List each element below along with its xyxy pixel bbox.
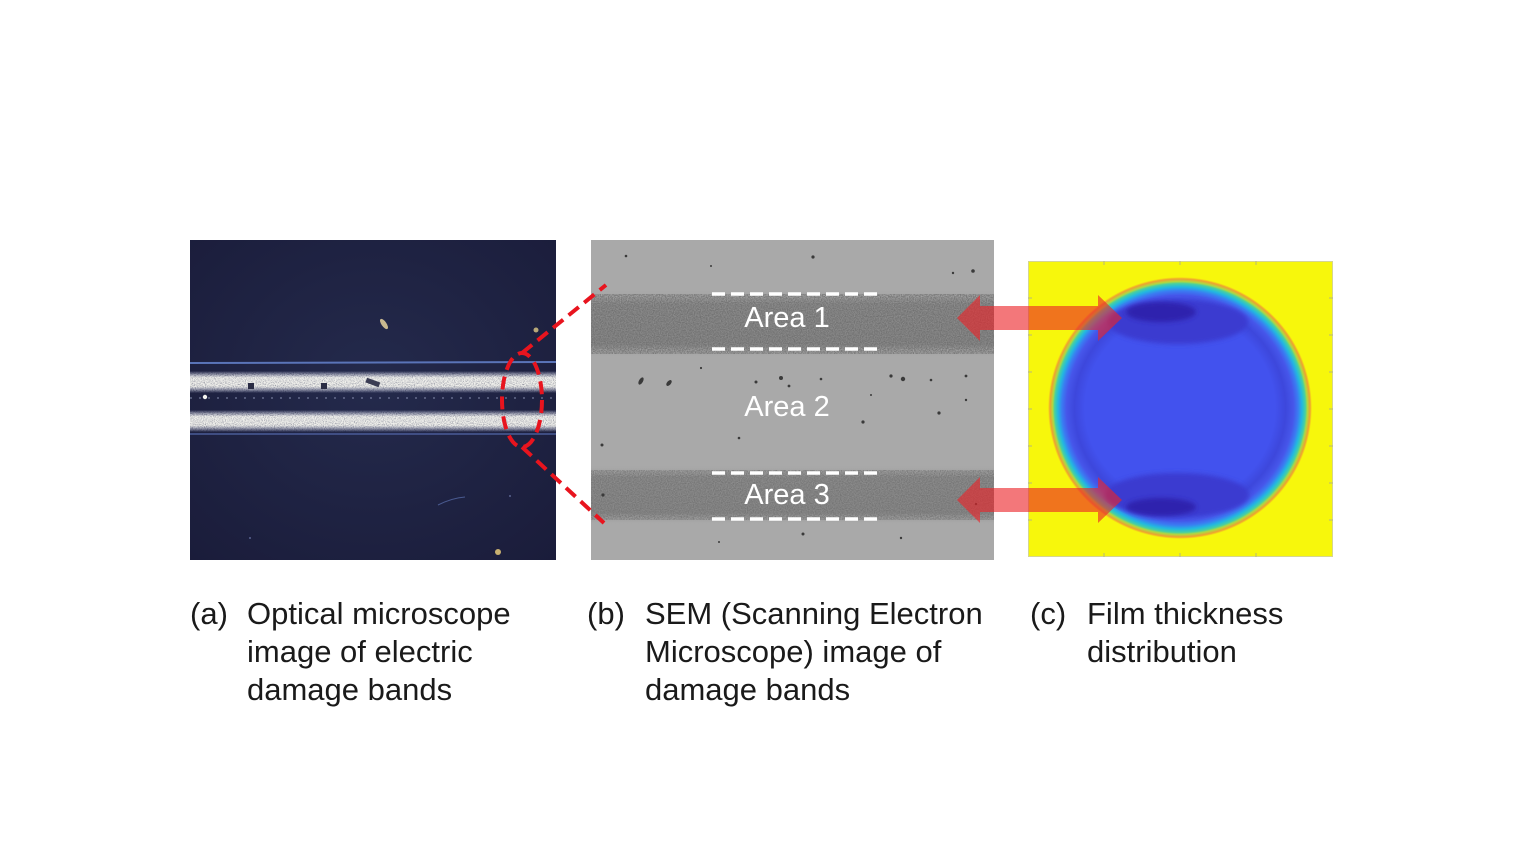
caption-line: damage bands (247, 672, 453, 707)
sem-image-graphic (591, 240, 994, 560)
caption-a-text: Optical microscope image of electric dam… (247, 595, 511, 709)
optical-microscope-image (190, 240, 556, 560)
caption-line: distribution (1087, 634, 1237, 669)
caption-c-label: (c) (1030, 596, 1067, 631)
caption-a-label: (a) (190, 596, 228, 631)
area-boundary-dashes (712, 292, 877, 521)
caption-b-text: SEM (Scanning Electron Microscope) image… (645, 595, 983, 709)
caption-b-label: (b) (587, 596, 625, 631)
area-2-label: Area 2 (744, 391, 830, 423)
sem-image: Area 1 Area 2 Area 3 (591, 240, 994, 560)
area-1-label: Area 1 (744, 302, 830, 334)
caption-c-text: Film thickness distribution (1087, 595, 1283, 671)
caption-line: image of electric (247, 634, 473, 669)
caption-line: damage bands (645, 672, 851, 707)
area-3-label: Area 3 (744, 479, 830, 511)
caption-line: Film thickness (1087, 596, 1284, 631)
optical-image-graphic (190, 240, 556, 560)
caption-line: Optical microscope (247, 596, 511, 631)
film-thickness-graphic (1028, 261, 1333, 557)
film-thickness-map (1028, 261, 1333, 557)
caption-line: SEM (Scanning Electron (645, 596, 983, 631)
caption-line: Microscope) image of (645, 634, 942, 669)
